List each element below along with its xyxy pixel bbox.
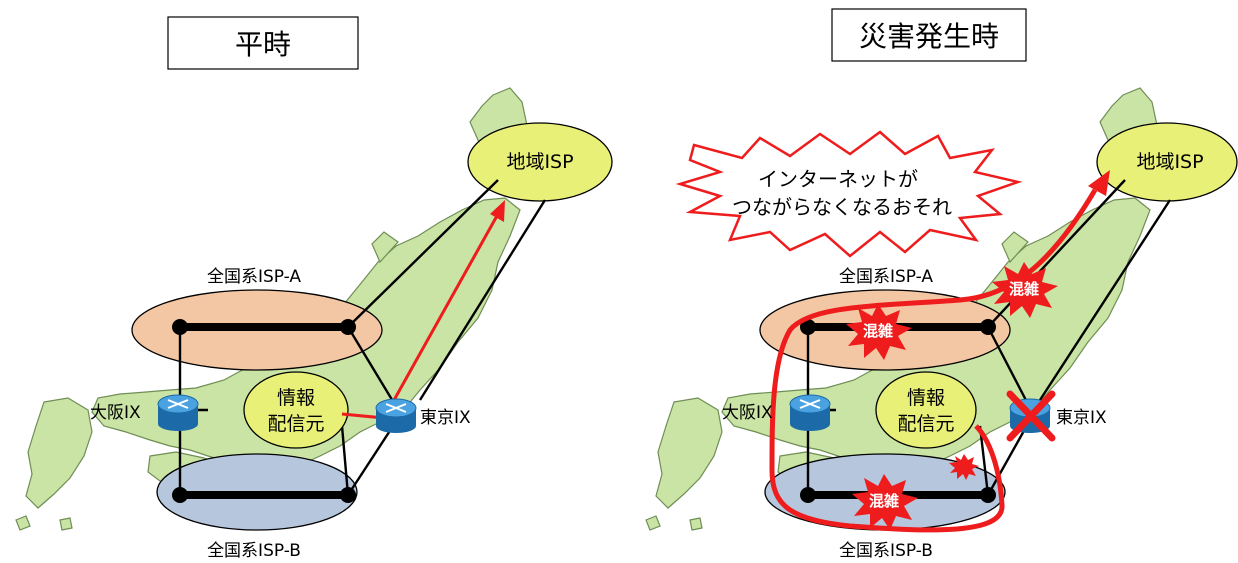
right-osaka-ix-label: 大阪IX: [722, 403, 773, 423]
right-info-source-line2: 配信元: [897, 413, 954, 435]
left-isp-b-label: 全国系ISP-B: [207, 541, 301, 561]
right-detour-arrowhead: [1088, 170, 1110, 196]
left-info-source-line1: 情報: [277, 387, 315, 409]
right-panel: 災害発生時 情報 配信元: [645, 8, 1238, 561]
left-title-box: [167, 16, 359, 70]
right-info-source: [875, 371, 977, 449]
warning-line2: つながらなくなるおそれ: [732, 195, 952, 219]
left-tokyo-ix-label: 東京IX: [420, 408, 471, 428]
right-info-source-line1: 情報: [907, 387, 945, 409]
congestion-label-1: 混雑: [863, 322, 893, 340]
congestion-burst-icon-1: 混雑: [846, 304, 912, 360]
left-isp-a-label: 全国系ISP-A: [207, 267, 301, 287]
left-delivery-arrowhead: [490, 200, 505, 222]
left-regional-isp-label: 地域ISP: [506, 151, 573, 173]
left-info-source-line2: 配信元: [267, 413, 324, 435]
right-detour-path: [769, 188, 1098, 533]
right-osaka-router-icon: [789, 394, 831, 431]
right-tokyo-ix-label: 東京IX: [1056, 408, 1107, 428]
right-regional-isp-label: 地域ISP: [1136, 151, 1203, 173]
right-isp-b-label: 全国系ISP-B: [839, 541, 933, 561]
congestion-label-2: 混雑: [1009, 280, 1039, 298]
right-isp-a-label: 全国系ISP-A: [839, 267, 933, 287]
left-title: 平時: [235, 28, 291, 61]
left-regional-isp-ellipse: [467, 122, 613, 202]
warning-line1: インターネットが: [758, 167, 918, 191]
left-isp-nodes: [172, 319, 356, 503]
small-burst-icon: [949, 454, 979, 480]
congestion-label-3: 混雑: [869, 492, 899, 510]
left-osaka-ix-label: 大阪IX: [90, 403, 141, 423]
warning-speech-burst-icon: インターネットが つながらなくなるおそれ: [675, 130, 1023, 258]
right-regional-isp-ellipse: [1096, 122, 1238, 202]
right-title: 災害発生時: [859, 20, 999, 53]
left-tokyo-router-icon: [375, 398, 417, 433]
left-info-source: [243, 371, 349, 449]
right-isp-nodes: [800, 319, 996, 503]
left-osaka-router-icon: [157, 394, 199, 431]
congestion-burst-icon-3: 混雑: [852, 474, 918, 530]
congestion-burst-icon-2: 混雑: [992, 262, 1058, 318]
right-title-box: [831, 8, 1027, 62]
failure-x-mark-icon: [1006, 390, 1056, 442]
left-panel: 平時 情報: [15, 16, 613, 561]
